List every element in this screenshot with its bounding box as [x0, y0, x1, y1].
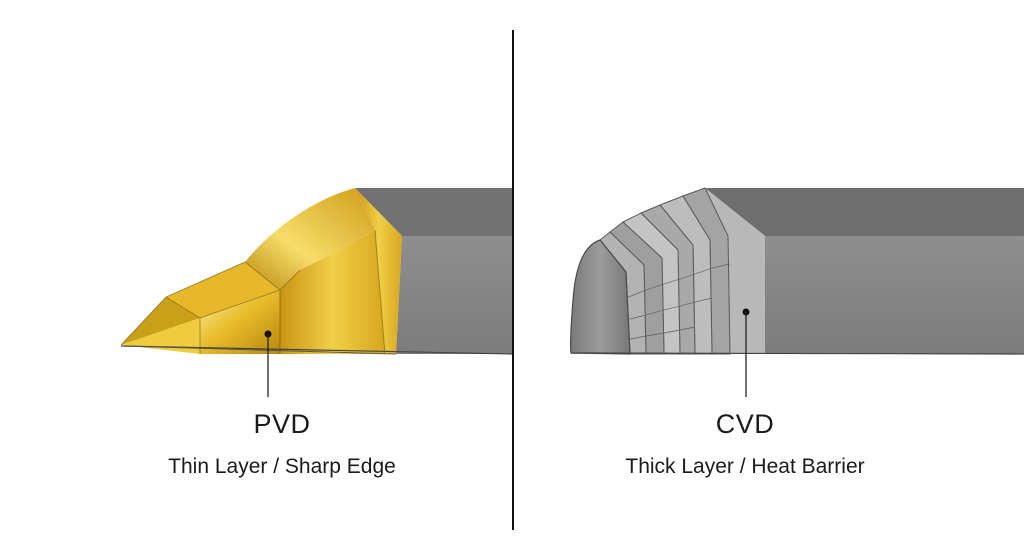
cvd-tool-front-face [765, 236, 1024, 354]
pvd-sharp-tip-lower [121, 318, 200, 354]
pvd-coating-front-face [200, 290, 280, 354]
pvd-tool-illustration [120, 188, 514, 355]
pvd-tool-front-face [396, 236, 513, 354]
cvd-pointer [742, 308, 750, 397]
pvd-tool-top-face [355, 188, 513, 236]
pvd-coating-side-face [280, 230, 385, 354]
pvd-sharp-tip-upper [121, 297, 200, 345]
cvd-rounded-edge [570, 239, 631, 355]
pvd-baseline [120, 345, 397, 355]
pvd-pointer [264, 330, 272, 397]
cvd-subtitle: Thick Layer / Heat Barrier [625, 455, 865, 478]
pvd-subtitle: Thin Layer / Sharp Edge [168, 455, 396, 478]
cvd-tool-illustration [570, 187, 1024, 355]
pvd-title: PVD [253, 409, 311, 439]
cvd-tool-top-face [705, 188, 1024, 236]
pvd-coating-top-face [245, 188, 375, 290]
cvd-coating-bevel [705, 188, 765, 354]
cvd-title: CVD [715, 409, 775, 439]
pvd-coating-mid-facet [166, 262, 280, 318]
cvd-coating-layers [599, 187, 731, 355]
